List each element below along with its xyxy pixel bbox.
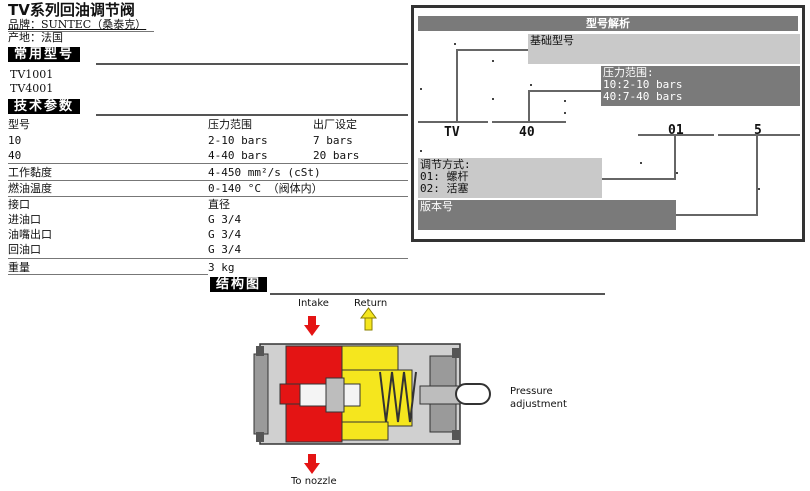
col-header-model: 型号 [8, 118, 30, 131]
temp-value: 0-140 °C （阀体内） [208, 182, 323, 195]
code-adjust: 01 [668, 123, 684, 138]
port-name: 油嘴出口 [8, 228, 52, 241]
col-header-setting: 出厂设定 [313, 118, 357, 131]
ports-header: 直径 [208, 198, 230, 211]
pressure-label: adjustment [510, 399, 567, 410]
model-decoder-panel: 型号解析 基础型号 压力范围: 10:2-10 bars 40:7-40 bar… [411, 5, 805, 242]
table-cell: 2-10 bars [208, 134, 268, 147]
decoder-title: 型号解析 [418, 16, 798, 31]
valve-diagram: Intake Return Pressure adjustment To noz… [240, 296, 580, 488]
port-size: G 3/4 [208, 228, 242, 241]
base-model-box: 基础型号 [528, 34, 800, 64]
version-label: 版本号 [420, 200, 453, 213]
nozzle-label: To nozzle [291, 476, 337, 487]
nozzle-arrow-icon [304, 454, 320, 474]
model-item: TV4001 [10, 82, 54, 95]
valve-body [253, 343, 491, 445]
table-cell: 10 [8, 134, 22, 147]
weight-label: 重量 [8, 261, 30, 274]
specs-heading: 技术参数 [8, 99, 81, 114]
brand-line: 品牌：SUNTEC（桑泰克） [8, 18, 147, 31]
adjust-method-line: 02: 活塞 [420, 182, 469, 195]
code-version: 5 [754, 123, 762, 138]
port-name: 进油口 [8, 213, 41, 226]
origin-line: 产地：法国 [8, 31, 63, 44]
port-name: 回油口 [8, 243, 41, 256]
code-pressure: 40 [519, 125, 535, 140]
adjust-method-line: 01: 螺杆 [420, 170, 469, 183]
intake-label: Intake [298, 298, 329, 309]
table-cell: 40 [8, 149, 22, 162]
viscosity-value: 4-450 mm²/s (cSt) [208, 166, 321, 179]
adjust-method-box: 调节方式: 01: 螺杆 02: 活塞 [418, 158, 602, 198]
port-size: G 3/4 [208, 213, 242, 226]
base-model-label: 基础型号 [530, 34, 574, 47]
weight-value: 3 kg [208, 261, 235, 274]
ports-label: 接口 [8, 198, 30, 211]
page-title: TV系列回油调节阀 [8, 1, 135, 19]
models-heading: 常用型号 [8, 47, 81, 62]
pressure-label: Pressure [510, 386, 553, 397]
return-label: Return [354, 298, 388, 309]
table-cell: 20 bars [313, 149, 360, 162]
adjust-method-line: 调节方式: [420, 158, 471, 171]
pressure-range-line: 40:7-40 bars [603, 90, 683, 103]
diagram-heading: 结构图 [210, 277, 268, 292]
return-arrow-icon [360, 307, 377, 331]
viscosity-label: 工作黏度 [8, 166, 52, 179]
table-cell: 4-40 bars [208, 149, 268, 162]
version-box: 版本号 [418, 200, 676, 230]
model-item: TV1001 [10, 68, 54, 81]
intake-arrow-icon [304, 316, 320, 336]
code-series: TV [444, 125, 460, 140]
table-cell: 7 bars [313, 134, 353, 147]
pressure-range-line: 压力范围: [603, 66, 654, 79]
pressure-range-box: 压力范围: 10:2-10 bars 40:7-40 bars [601, 66, 800, 106]
temp-label: 燃油温度 [8, 182, 52, 195]
col-header-pressure: 压力范围 [208, 118, 252, 131]
port-size: G 3/4 [208, 243, 242, 256]
pressure-range-line: 10:2-10 bars [603, 78, 683, 91]
